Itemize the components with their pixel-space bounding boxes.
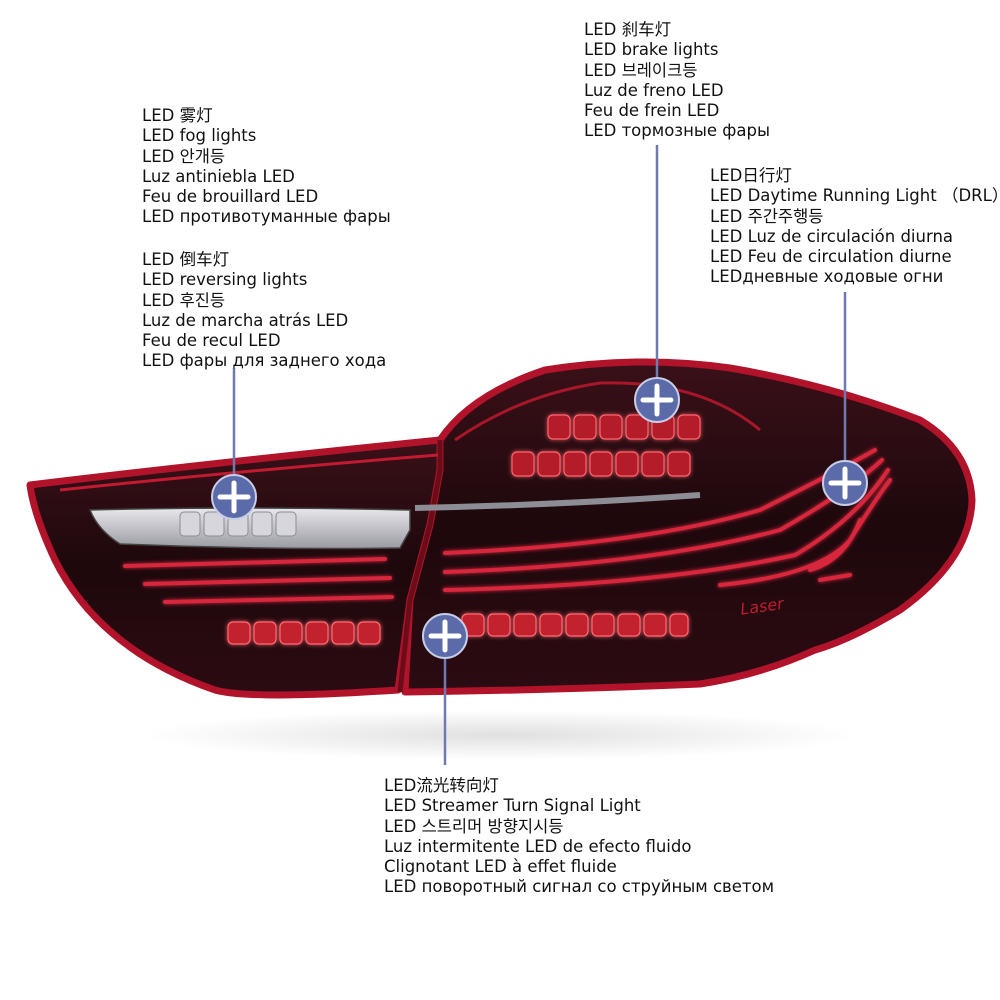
brake-label-zh: LED 刹车灯 bbox=[584, 20, 672, 39]
turn-label-zh: LED流光转向灯 bbox=[384, 776, 499, 795]
brake-leds-row-2 bbox=[511, 451, 691, 477]
left-lamp-rim-top bbox=[59, 453, 439, 492]
fog-label-zh: LED 雾灯 bbox=[142, 106, 213, 125]
right-turn-leds bbox=[461, 613, 689, 637]
right-lamp-inner-rim bbox=[454, 381, 761, 442]
drl-label-ru: LEDдневные ходовые огни bbox=[710, 267, 944, 287]
lamp-shadow bbox=[140, 710, 860, 760]
fog-light-labels: LED 雾灯 LED fog lights LED 안개등 Luz antini… bbox=[142, 106, 391, 228]
fog-label-es: Luz antiniebla LED bbox=[142, 166, 295, 186]
brake-label-ru: LED тормозные фары bbox=[584, 121, 770, 141]
brake-light-labels: LED 刹车灯 LED brake lights LED 브레이크등 Luz d… bbox=[584, 20, 770, 142]
reversing-label-ko: LED 후진등 bbox=[142, 290, 226, 310]
chrome-strip bbox=[414, 492, 701, 511]
fog-label-ru: LED противотуманные фары bbox=[142, 207, 391, 227]
marker-turn bbox=[422, 613, 468, 659]
lamp-separator bbox=[397, 440, 443, 693]
left-turn-leds bbox=[227, 621, 381, 645]
turn-label-en: LED Streamer Turn Signal Light bbox=[384, 796, 641, 816]
reversing-label-es: Luz de marcha atrás LED bbox=[142, 310, 349, 330]
marker-brake bbox=[634, 377, 680, 423]
brake-label-en: LED brake lights bbox=[584, 40, 719, 60]
reversing-label-ru: LED фары для заднего хода bbox=[142, 351, 387, 371]
fog-label-ko: LED 안개등 bbox=[142, 146, 226, 166]
reversing-light-labels: LED 倒车灯 LED reversing lights LED 후진등 Luz… bbox=[142, 250, 386, 372]
drl-labels: LED日行灯 LED Daytime Running Light （DRL） L… bbox=[710, 166, 1000, 288]
turn-label-ru: LED поворотный сигнал со струйным светом bbox=[384, 877, 775, 897]
turn-label-es: Luz intermitente LED de efecto fluido bbox=[384, 836, 692, 856]
left-light-bars bbox=[123, 557, 394, 604]
leader-lines bbox=[232, 145, 847, 765]
marker-drl bbox=[822, 460, 868, 506]
reversing-label-zh: LED 倒车灯 bbox=[142, 250, 230, 269]
drl-label-en: LED Daytime Running Light （DRL） bbox=[710, 186, 1000, 206]
fog-label-fr: Feu de brouillard LED bbox=[142, 187, 319, 207]
turn-label-ko: LED 스트리머 방향지시등 bbox=[384, 816, 564, 836]
drl-label-ko: LED 주간주행등 bbox=[710, 206, 824, 226]
drl-label-zh: LED日行灯 bbox=[710, 166, 792, 185]
brake-label-ko: LED 브레이크등 bbox=[584, 60, 698, 80]
brake-label-fr: Feu de frein LED bbox=[584, 101, 720, 121]
reversing-label-fr: Feu de recul LED bbox=[142, 331, 281, 351]
reversing-label-en: LED reversing lights bbox=[142, 270, 308, 290]
fog-label-en: LED fog lights bbox=[142, 126, 257, 146]
marker-reversing bbox=[211, 474, 257, 520]
turn-label-fr: Clignotant LED à effet fluide bbox=[384, 857, 617, 877]
drl-label-es: LED Luz de circulación diurna bbox=[710, 226, 954, 246]
turn-signal-labels: LED流光转向灯 LED Streamer Turn Signal Light … bbox=[384, 776, 774, 898]
brake-label-es: Luz de freno LED bbox=[584, 80, 724, 100]
reversing-lens-strip bbox=[88, 507, 411, 550]
drl-label-fr: LED Feu de circulation diurne bbox=[710, 247, 952, 267]
